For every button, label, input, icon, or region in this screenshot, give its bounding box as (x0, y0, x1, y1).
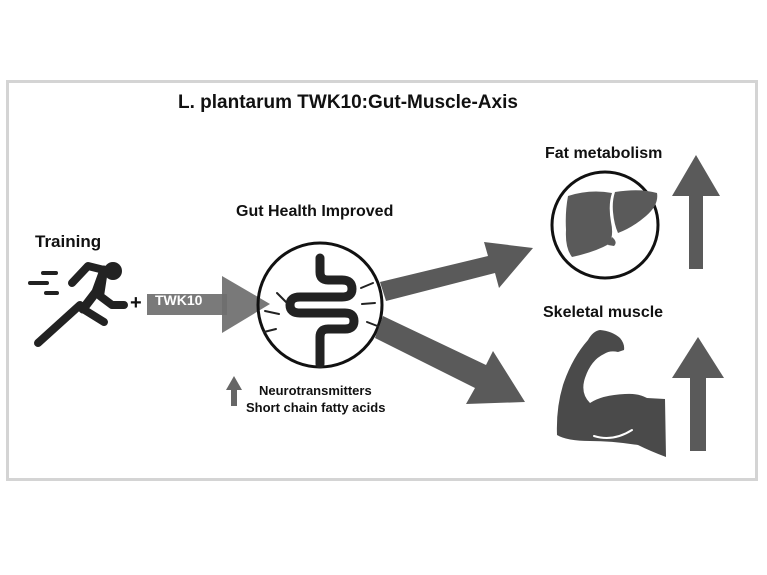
liver-icon (565, 190, 658, 257)
up-arrow-icon (226, 376, 242, 406)
training-label: Training (35, 232, 102, 251)
gut-circle (256, 241, 384, 369)
flexed-arm-icon (556, 330, 666, 457)
muscle-increase-arrow (672, 337, 724, 451)
running-person-icon (28, 262, 128, 347)
skeletal-muscle-label: Skeletal muscle (543, 304, 664, 321)
fat-metabolism-label: Fat metabolism (545, 145, 663, 162)
intestine-icon (285, 253, 359, 369)
plus-sign: + (130, 292, 142, 314)
arrow-to-skeletal-muscle (375, 316, 525, 404)
fat-increase-arrow (672, 155, 720, 269)
effect-short-chain-fatty-acids: Short chain fatty acids (246, 400, 386, 415)
motion-lines (263, 282, 381, 333)
twk10-arrow (147, 276, 270, 333)
twk10-label: TWK10 (155, 292, 203, 308)
arrow-to-fat-metabolism (380, 242, 533, 301)
liver-circle (550, 170, 660, 280)
effect-neurotransmitters: Neurotransmitters (259, 383, 372, 398)
diagram-title: L. plantarum TWK10:Gut-Muscle-Axis (178, 92, 518, 113)
gut-health-label: Gut Health Improved (236, 203, 394, 220)
